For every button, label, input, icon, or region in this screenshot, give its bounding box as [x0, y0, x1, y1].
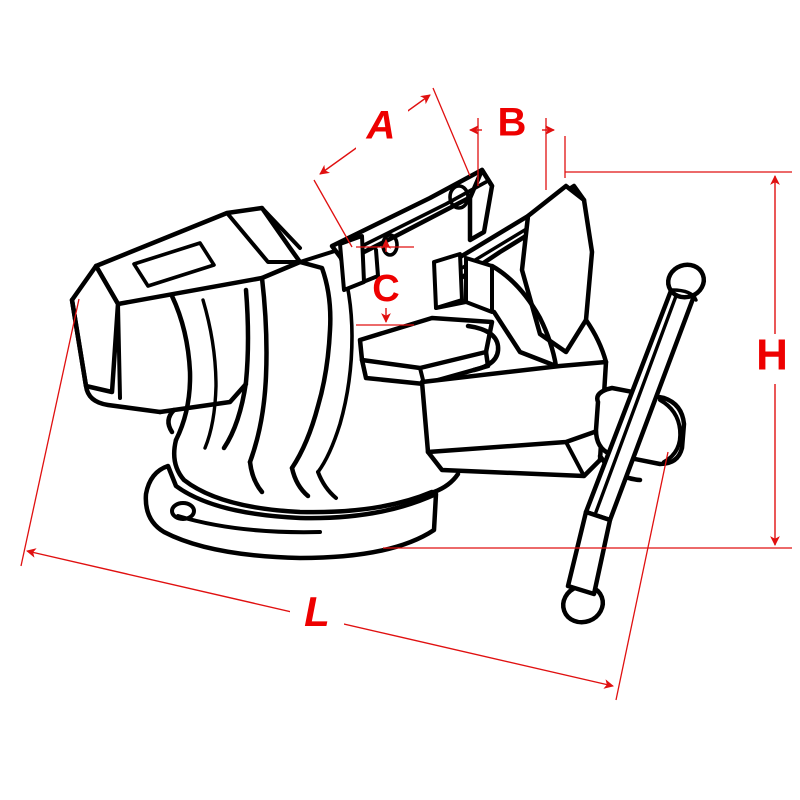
dimension-A-ext-left — [313, 179, 353, 248]
dimension-L: L — [20, 298, 669, 701]
dimension-H: H — [383, 136, 795, 549]
rear-body-casting — [419, 183, 609, 479]
dimension-annotations: A B C — [20, 87, 795, 701]
dimension-L-label-backdrop — [290, 592, 344, 640]
dimension-C-label: C — [372, 268, 399, 310]
sliding-jaw — [432, 252, 494, 314]
dimension-H-label: H — [756, 331, 788, 380]
vise-illustration — [69, 167, 707, 625]
dimension-B-label: B — [498, 101, 527, 145]
dimension-H-label-backdrop — [750, 334, 795, 384]
dimension-A-ext-right — [432, 87, 471, 177]
dimension-L-label: L — [304, 588, 330, 635]
dimension-A-label: A — [366, 104, 396, 148]
dimension-L-ext-left — [20, 298, 80, 567]
dimension-A-label-backdrop — [356, 104, 408, 150]
jaw-plate-front — [329, 167, 495, 292]
dimension-B: B — [469, 101, 555, 190]
dimension-L-ext-right — [615, 451, 669, 701]
dimension-A: A — [313, 87, 471, 248]
fixed-jaw-block — [69, 205, 303, 451]
dimension-C: C — [356, 239, 414, 326]
